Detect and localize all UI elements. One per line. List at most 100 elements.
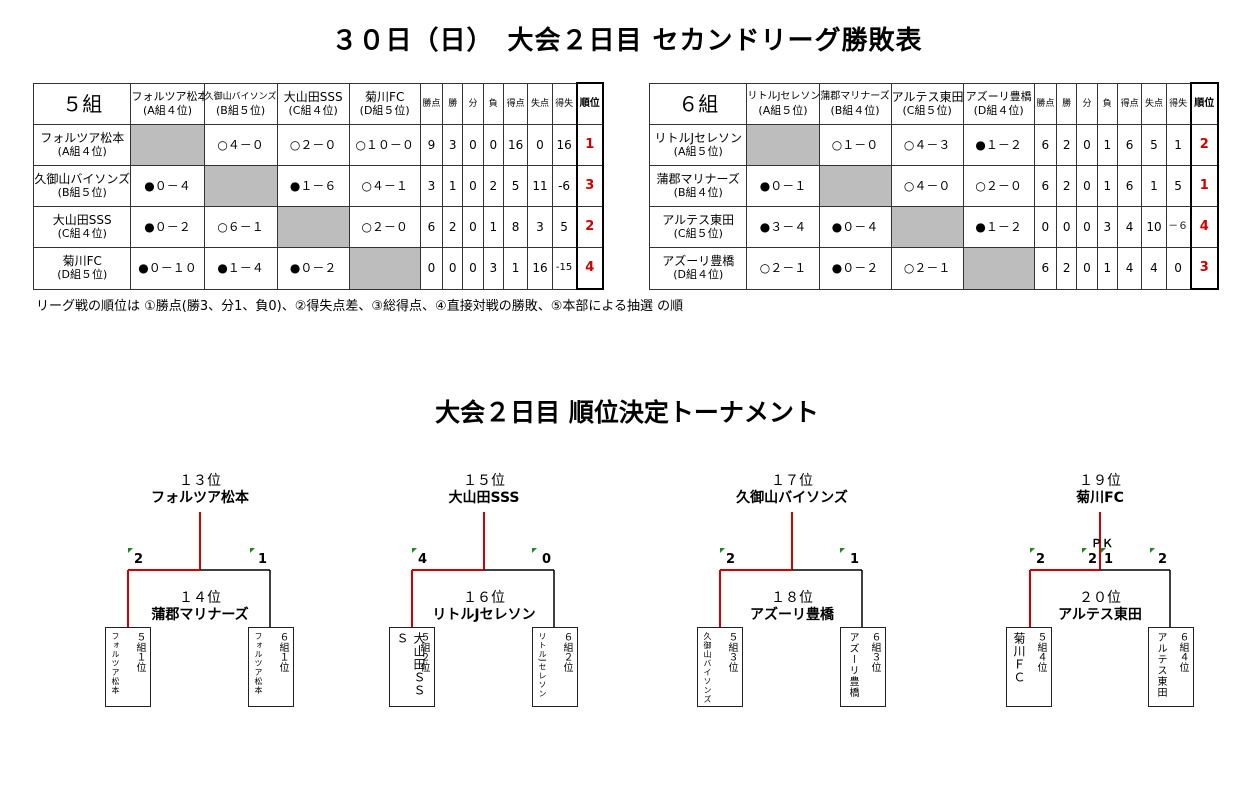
blank-cell — [890, 206, 964, 248]
table-row: 大山田SSS(C組４位) ●０－２ ○６－１ ○２－０ 6 2 0 1 8 3 … — [32, 206, 605, 248]
rank-header: 順位 — [575, 82, 605, 125]
table-row: アルテス東田(C組５位) ●３－４ ●０－４ ●１－２ 0 0 0 3 4 10… — [648, 206, 1219, 248]
blank-cell — [962, 247, 1035, 290]
blank-cell — [818, 165, 892, 207]
stat-header: 得点 — [502, 82, 529, 125]
winner-label: １３位フォルツア松本 — [151, 473, 249, 506]
stat-cell: 6 — [1116, 124, 1143, 166]
group-name: ６組 — [648, 82, 748, 125]
row-team: フォルツア松本(A組４位) — [32, 124, 132, 166]
table-row: 蒲郡マリナーズ(B組４位) ●０－１ ○４－０ ○２－０ 6 2 0 1 6 1… — [648, 165, 1219, 207]
stat-cell: －６ — [1165, 206, 1192, 248]
stat-cell: 1 — [1141, 165, 1167, 207]
result-cell: ●０－２ — [130, 206, 205, 248]
winner-label: １５位大山田SSS — [448, 473, 520, 506]
flag-icon — [532, 548, 537, 553]
result-cell: ○２－０ — [962, 165, 1035, 207]
stat-header: 失点 — [527, 82, 553, 125]
blank-cell — [130, 124, 205, 166]
stat-cell: -15 — [551, 247, 578, 290]
left-score: 2 — [1036, 552, 1046, 567]
stat-cell: 0 — [419, 247, 444, 290]
result-cell: ●１－６ — [276, 165, 350, 207]
rank-cell: 2 — [575, 206, 605, 248]
row-team: 久御山バイソンズ(B組５位) — [32, 165, 132, 207]
rank-cell: 2 — [1189, 124, 1219, 166]
row-team: 蒲郡マリナーズ(B組４位) — [648, 165, 748, 207]
table-row: リトルJセレソン(A組５位) ○１－０ ○４－３ ●１－２ 6 2 0 1 6 … — [648, 124, 1219, 166]
result-cell: ○２－１ — [890, 247, 964, 290]
col-header: アズーリ豊橋(D組４位) — [962, 82, 1035, 125]
stat-cell: 3 — [527, 206, 553, 248]
flag-icon — [412, 548, 417, 553]
rank-cell: 4 — [575, 247, 605, 290]
rank-cell: 3 — [575, 165, 605, 207]
blank-cell — [276, 206, 350, 248]
league-table-group5: ５組 フォルツア松本(A組４位) 久御山バイソンズ(B組５位) 大山田SSS(C… — [32, 82, 605, 290]
loser-label: １４位蒲郡マリナーズ — [151, 590, 249, 623]
result-cell: ○６－１ — [203, 206, 278, 248]
stat-cell: 6 — [1033, 247, 1058, 290]
right-score: 1 — [850, 552, 860, 567]
stat-cell: 0 — [1056, 206, 1078, 248]
bracket-4-lines — [1029, 512, 1171, 628]
row-team: リトルJセレソン(A組５位) — [648, 124, 748, 166]
table-row: 久御山バイソンズ(B組５位) ●０－４ ●１－６ ○４－１ 3 1 0 2 5 … — [32, 165, 605, 207]
stat-cell: 0 — [1033, 206, 1058, 248]
stat-cell: 16 — [502, 124, 529, 166]
col-header: 大山田SSS(C組４位) — [276, 82, 350, 125]
rank-cell: 1 — [575, 124, 605, 166]
result-cell: ○４－０ — [890, 165, 964, 207]
stat-cell: 5 — [502, 165, 529, 207]
loser-label: １８位アズーリ豊橋 — [750, 590, 834, 623]
table-row: 菊川FC(D組５位) ●０－１０ ●１－４ ●０－２ 0 0 0 3 1 16 … — [32, 247, 605, 290]
stat-header: 失点 — [1141, 82, 1167, 125]
stat-cell: 10 — [1141, 206, 1167, 248]
result-cell: ○４－１ — [348, 165, 421, 207]
stat-cell: 1 — [1165, 124, 1192, 166]
row-team: アズーリ豊橋(D組４位) — [648, 247, 748, 290]
result-cell: ●０－４ — [818, 206, 892, 248]
right-score: 1 — [258, 552, 268, 567]
blank-cell — [746, 124, 820, 166]
pk-right-score: 1 — [1104, 552, 1114, 567]
col-header: 菊川FC(D組５位) — [348, 82, 421, 125]
flag-icon — [720, 548, 725, 553]
bracket-2-lines — [411, 512, 555, 628]
tournament-title: 大会２日目 順位決定トーナメント — [435, 398, 819, 427]
col-header: 蒲郡マリナーズ(B組４位) — [818, 82, 892, 125]
pk-left-score: 2 — [1088, 552, 1098, 567]
flag-icon — [1150, 548, 1155, 553]
flag-icon — [840, 548, 845, 553]
stat-cell: 8 — [502, 206, 529, 248]
right-score: 0 — [542, 552, 552, 567]
row-team: 大山田SSS(C組４位) — [32, 206, 132, 248]
table-row: フォルツア松本(A組４位) ○４－０ ○２－０ ○１０－０ 9 3 0 0 16… — [32, 124, 605, 166]
rank-header: 順位 — [1189, 82, 1219, 125]
stat-cell: 1 — [502, 247, 529, 290]
result-cell: ●１－２ — [962, 206, 1035, 248]
result-cell: ○２－０ — [348, 206, 421, 248]
flag-icon — [1082, 548, 1087, 553]
blank-cell — [203, 165, 278, 207]
winner-label: １９位菊川FC — [1076, 473, 1124, 506]
result-cell: ●１－４ — [203, 247, 278, 290]
result-cell: ●０－２ — [276, 247, 350, 290]
rank-cell: 3 — [1189, 247, 1219, 290]
result-cell: ○４－０ — [203, 124, 278, 166]
flag-icon — [1030, 548, 1035, 553]
col-header: フォルツア松本(A組４位) — [130, 82, 205, 125]
stat-cell: 4 — [1116, 247, 1143, 290]
left-score: 2 — [726, 552, 736, 567]
result-cell: ●１－２ — [962, 124, 1035, 166]
blank-cell — [348, 247, 421, 290]
right-score: 2 — [1158, 552, 1168, 567]
league-table-group6: ６組 リトルJセレソン(A組５位) 蒲郡マリナーズ(B組４位) アルテス東田(C… — [648, 82, 1219, 290]
